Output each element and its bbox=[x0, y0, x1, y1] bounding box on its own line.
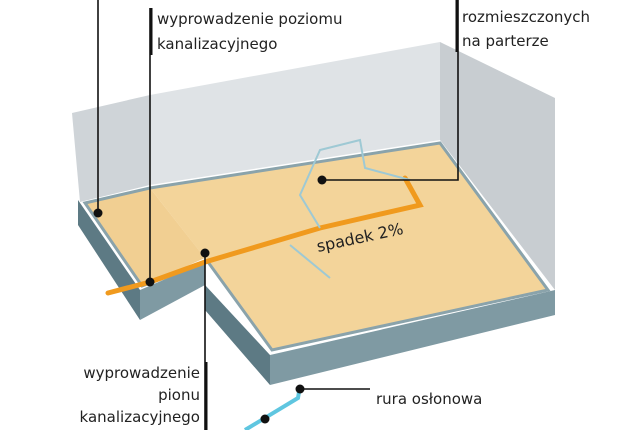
slab-front-side bbox=[205, 285, 270, 385]
label-fixtures-2: na parterze bbox=[462, 32, 549, 50]
leader-line bbox=[322, 0, 459, 181]
label-vertical-outlet-2: pionu bbox=[158, 386, 200, 404]
label-fixtures-1: rozmieszczonych bbox=[462, 8, 590, 26]
marker-dot bbox=[317, 175, 327, 185]
marker-dot bbox=[260, 414, 270, 424]
marker-dot bbox=[145, 277, 155, 287]
marker-dot bbox=[93, 208, 103, 218]
floor-main-room bbox=[150, 143, 548, 350]
branch-pipe bbox=[298, 138, 411, 229]
marker-dot bbox=[200, 248, 210, 258]
label-horizontal-outlet-1: wyprowadzenie poziomu bbox=[157, 10, 342, 28]
branch-pipe-2 bbox=[289, 244, 331, 279]
water-pipe bbox=[243, 385, 302, 430]
slab-step bbox=[140, 262, 205, 320]
left-wall bbox=[72, 95, 150, 202]
floor-left-room bbox=[85, 188, 205, 286]
label-vertical-outlet-1: wyprowadzenie bbox=[83, 364, 200, 382]
back-wall bbox=[150, 42, 440, 185]
marker-dot bbox=[295, 384, 305, 394]
slab-right-side bbox=[270, 290, 555, 385]
label-protective-pipe: rura osłonowa bbox=[376, 390, 482, 408]
drain-pipe bbox=[105, 175, 424, 296]
label-vertical-outlet-3: kanalizacyjnego bbox=[80, 408, 200, 426]
right-wall bbox=[440, 42, 555, 290]
label-horizontal-outlet-2: kanalizacyjnego bbox=[157, 35, 277, 53]
